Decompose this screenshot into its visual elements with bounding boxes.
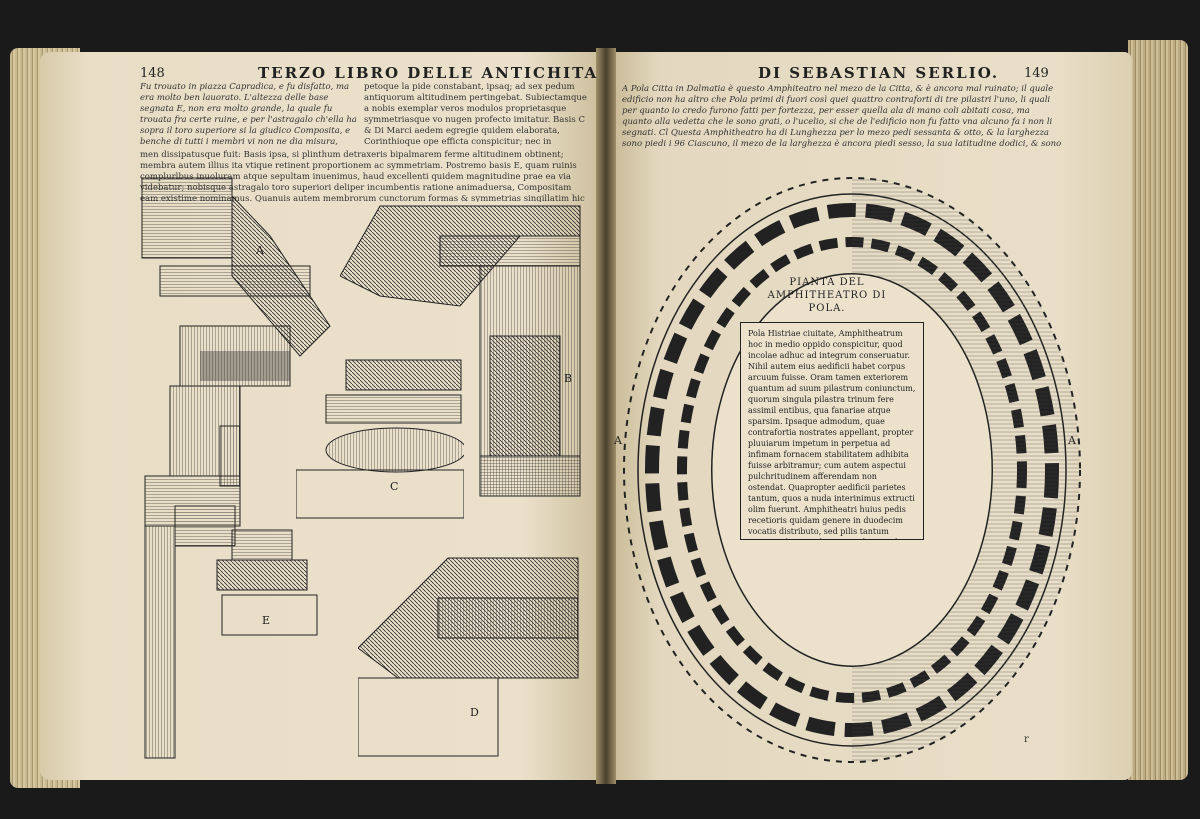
base-d-woodcut — [358, 557, 579, 757]
figure-label-c: C — [390, 480, 399, 493]
book-gutter — [596, 48, 616, 784]
right-running-head: DI SEBASTIAN SERLIO. — [758, 64, 1000, 82]
cornice-b-woodcut — [340, 205, 581, 497]
left-running-head: TERZO LIBRO DELLE ANTICHITA — [258, 64, 599, 82]
plan-label-a-left: A — [614, 434, 622, 447]
left-latin-column-a: petoque la pide constabant, ipsaq; ad se… — [364, 82, 587, 147]
right-folio: 149 — [1024, 66, 1049, 81]
left-italic-intro: Fu trouato in piazza Capradica, e fu dis… — [140, 82, 357, 147]
figure-label-b: B — [564, 372, 573, 385]
entablature-column-woodcut — [141, 177, 331, 759]
plan-title: PIANTA DEL AMPHITHEATRO DI POLA. — [767, 277, 887, 314]
left-latin-column-b: men dissipatusque fuit: Basis ipsa, si p… — [140, 150, 585, 202]
base-e-woodcut — [216, 529, 318, 636]
figure-label-d: D — [470, 706, 479, 719]
right-italic-intro: A Pola Citta in Dalmatia è questo Amphit… — [622, 84, 1062, 149]
figure-label-e: E — [262, 614, 271, 627]
right-page-edges — [1128, 40, 1188, 780]
plan-latin-text-box: Pola Histriae ciuitate, Amphitheatrum ho… — [740, 322, 924, 540]
signature-mark: r — [1024, 734, 1029, 745]
plan-label-a-right: A — [1068, 434, 1076, 447]
left-folio: 148 — [140, 66, 165, 81]
base-c-woodcut — [296, 359, 464, 519]
figure-label-a: A — [256, 244, 264, 257]
